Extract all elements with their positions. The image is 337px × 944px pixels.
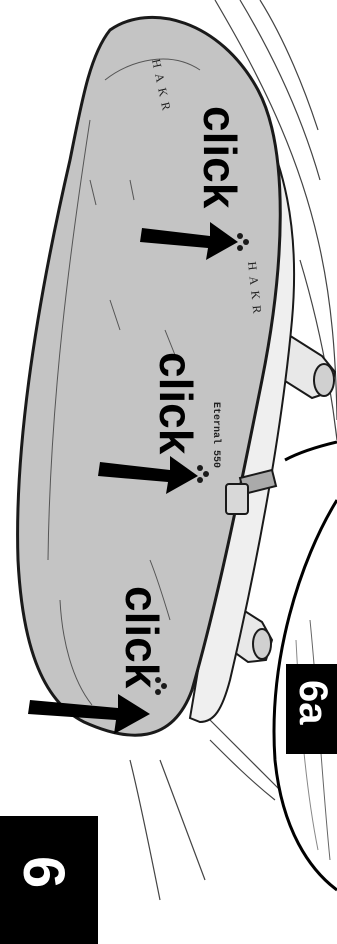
step-badge: 6: [0, 816, 98, 944]
click-callout: click: [150, 352, 202, 455]
box-brand-side: HAKR: [245, 261, 265, 320]
substep-label: 6a: [291, 680, 335, 725]
lock-points: [155, 233, 249, 695]
box-model-label: Eternal 550: [210, 402, 222, 468]
car-roof-lineart: [129, 0, 337, 901]
arrow-right-icon: [98, 456, 198, 494]
substep-badge: 6a: [286, 664, 337, 754]
click-callout: click: [194, 106, 246, 209]
arrow-right-icon: [140, 222, 238, 260]
step-number: 6: [11, 856, 76, 888]
latch-icon: [225, 468, 278, 515]
box-surface-lines: [47, 58, 201, 706]
arrow-right-icon: [28, 694, 150, 734]
roof-box-body: [16, 16, 282, 737]
click-callout: click: [116, 586, 168, 689]
